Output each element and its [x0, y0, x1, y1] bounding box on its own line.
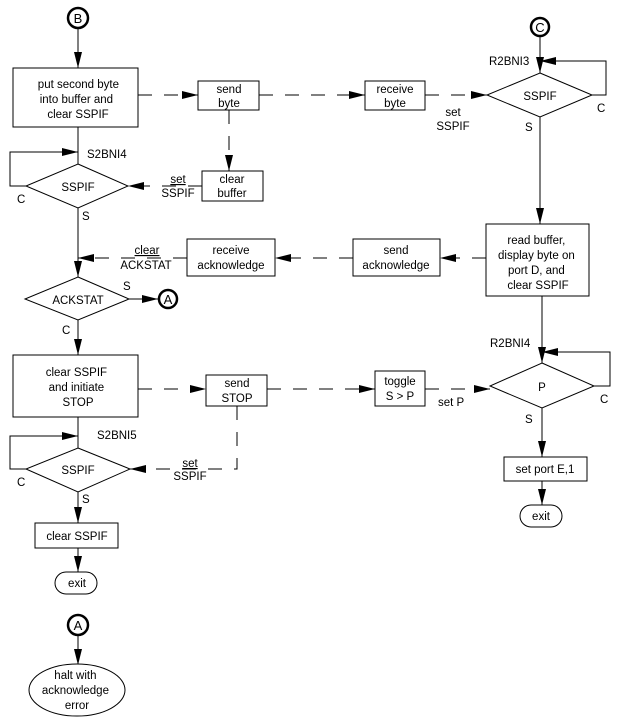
box-set-port-e1: set port E,1 [503, 456, 588, 482]
label-s2bni5: S2BNI5 [97, 430, 137, 442]
label-s2bni4: S2BNI4 [87, 149, 127, 161]
box-put-second-byte: put second byte into buffer and clear SS… [12, 67, 139, 128]
loop-arrow [9, 432, 78, 470]
label-c: C [597, 103, 605, 115]
terminal-exit-right: exit [519, 504, 563, 528]
label-c: C [17, 194, 25, 206]
svg-text:halt with acknowledge: halt with acknowledge error [42, 670, 112, 712]
svg-text:ACKSTAT: ACKSTAT [52, 295, 103, 307]
terminal-halt: halt with acknowledge error [28, 663, 126, 717]
svg-text:set port E,1: set port E,1 [516, 464, 575, 476]
svg-text:SSPIF: SSPIF [523, 91, 556, 103]
svg-text:put second byte into buf: put second byte into buffer and clear SS… [38, 79, 122, 121]
svg-text:A: A [74, 618, 83, 633]
decision-sspif-1: SSPIF [24, 163, 130, 209]
label-set-p: set P [438, 397, 465, 409]
svg-text:B: B [74, 11, 83, 26]
label-s: S [525, 122, 533, 134]
label-c: C [62, 325, 70, 337]
connector-b: B [66, 6, 90, 30]
label-c: C [17, 477, 25, 489]
box-initiate-stop: clear SSPIF and initiate STOP [12, 354, 139, 418]
signal-arrow [130, 406, 238, 473]
label-r2bni3: R2BNI3 [489, 56, 529, 68]
box-read-buffer: read buffer, display byte on port D, and… [485, 223, 590, 297]
label-s: S [123, 281, 131, 293]
svg-text:A: A [164, 292, 173, 307]
label-s: S [82, 211, 90, 223]
label-r2bni4: R2BNI4 [490, 338, 531, 350]
box-clear-sspif: clear SSPIF [34, 522, 119, 549]
connector-c: C [529, 16, 551, 38]
label-c: C [600, 394, 608, 406]
loop-arrow [542, 348, 611, 387]
connector-a: A [66, 613, 90, 637]
svg-text:SSPIF: SSPIF [61, 465, 94, 477]
connector-a-ref: A [157, 288, 179, 310]
decision-p: P [488, 362, 596, 409]
label-s: S [525, 414, 533, 426]
svg-text:clear SSPIF and initiate: clear SSPIF and initiate STOP [46, 367, 111, 409]
svg-text:exit: exit [68, 578, 87, 590]
svg-text:SSPIF: SSPIF [61, 182, 94, 194]
svg-text:C: C [535, 20, 544, 35]
terminal-exit-left: exit [54, 571, 98, 595]
svg-text:P: P [538, 382, 546, 394]
label-s: S [82, 494, 90, 506]
decision-ackstat: ACKSTAT [23, 276, 131, 321]
decision-sspif-2: SSPIF [24, 447, 132, 493]
svg-text:exit: exit [532, 511, 551, 523]
loop-arrow [9, 148, 78, 187]
svg-text:clear SSPIF: clear SSPIF [46, 531, 107, 543]
loop-arrow [540, 57, 607, 96]
decision-sspif-right: SSPIF [485, 72, 594, 118]
svg-text:read buffer, display byt: read buffer, display byte on port D, and… [498, 235, 578, 292]
